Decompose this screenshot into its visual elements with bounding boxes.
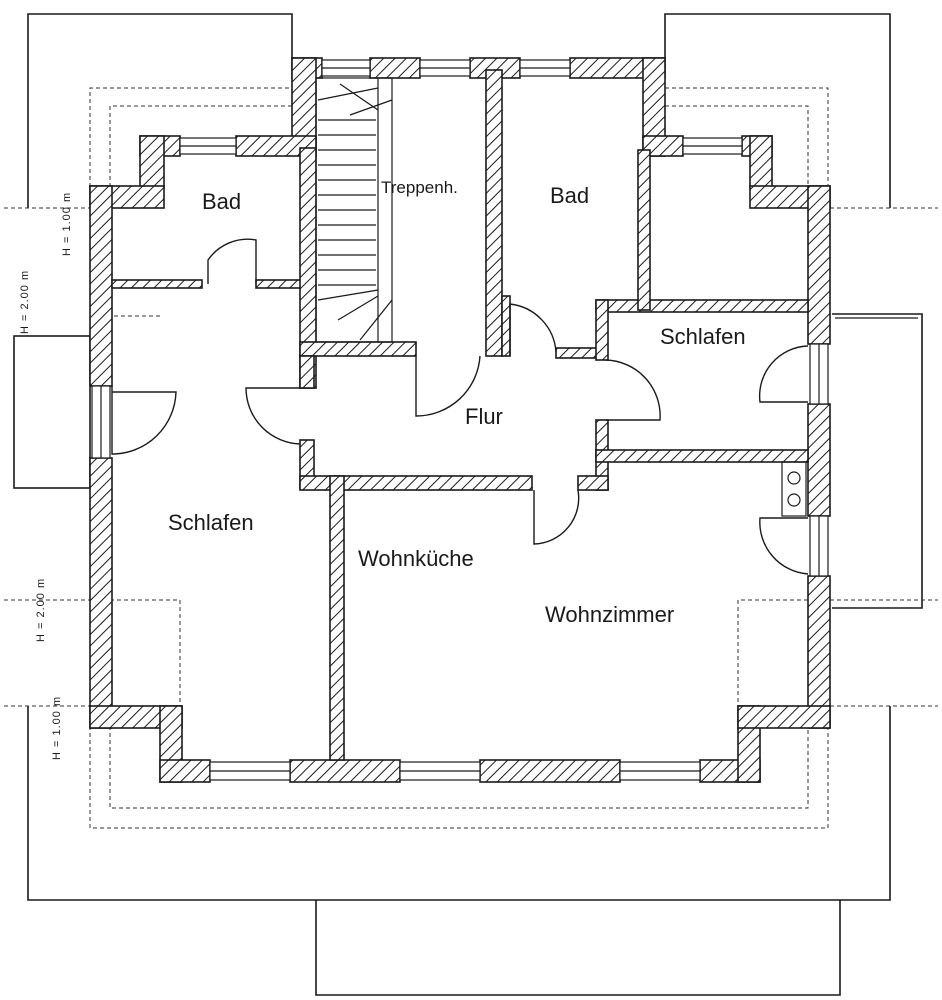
dimension-lower-h100: H = 1.00 m: [51, 696, 63, 760]
roof-extension: [315, 900, 841, 996]
room-label-wohnzimmer: Wohnzimmer: [545, 602, 674, 627]
room-label-schlafen-right: Schlafen: [660, 324, 746, 349]
room-label-treppenhaus: Treppenh.: [381, 178, 458, 197]
roof-outline: [13, 13, 923, 996]
roof-dormer-right: [664, 13, 891, 208]
windows: [91, 59, 829, 781]
dimension-upper-h100: H = 1.00 m: [61, 192, 73, 256]
room-label-bad-right: Bad: [550, 183, 589, 208]
room-label-schlafen-left: Schlafen: [168, 510, 254, 535]
stove-burner-icon: [787, 471, 801, 485]
room-label-wohnkueche: Wohnküche: [358, 546, 474, 571]
balcony-left: [13, 335, 91, 489]
stove: [781, 461, 807, 517]
walls: [89, 57, 831, 783]
roof-bottom: [27, 706, 891, 901]
stove-burner-icon: [787, 493, 801, 507]
room-label-flur: Flur: [465, 404, 503, 429]
dimension-upper-h200: H = 2.00 m: [19, 270, 31, 334]
dimension-lower-h200: H = 2.00 m: [35, 578, 47, 642]
doors: [111, 238, 809, 575]
room-label-bad-left: Bad: [202, 189, 241, 214]
balcony-right: [832, 313, 923, 609]
roof-dormer-left: [27, 13, 293, 208]
staircase: [315, 77, 393, 343]
